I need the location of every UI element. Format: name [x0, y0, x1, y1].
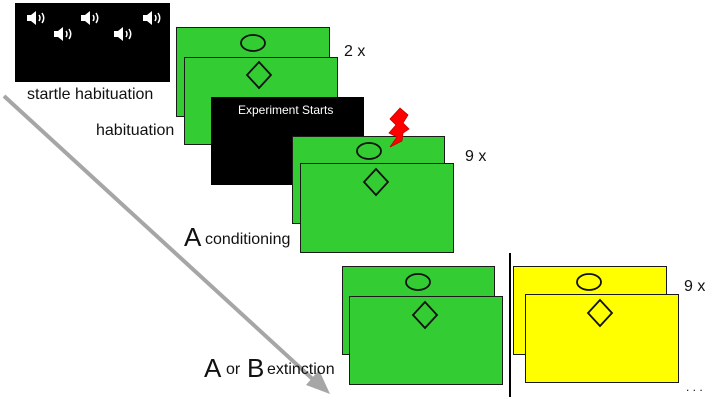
extinction-repeat-label: 9 x	[684, 278, 706, 295]
startle-habituation-label: startle habituation	[27, 86, 154, 103]
conditioning-letter: A	[184, 222, 202, 252]
speaker-icon	[81, 11, 99, 25]
habituation-label: habituation	[96, 122, 175, 139]
circle-stimulus	[356, 142, 382, 160]
extinction-yellow-card-front	[525, 294, 679, 383]
lightning-icon	[388, 107, 410, 148]
extinction-letter-b: B	[247, 353, 265, 383]
conditioning-label: conditioning	[205, 231, 291, 248]
circle-stimulus	[576, 273, 602, 291]
circle-stimulus	[240, 34, 266, 52]
extinction-label: extinction	[267, 361, 335, 378]
experiment-starts-label: Experiment Starts	[238, 103, 334, 117]
context-divider	[509, 253, 511, 397]
speaker-icon	[143, 11, 161, 25]
startle-habituation-panel	[15, 3, 170, 82]
speaker-icon	[114, 27, 132, 41]
extinction-or: or	[226, 361, 241, 378]
diamond-stimulus	[245, 60, 273, 90]
extinction-letter-a: A	[204, 353, 222, 383]
circle-stimulus	[405, 273, 431, 291]
extinction-green-card-front	[349, 296, 503, 385]
diamond-stimulus	[586, 298, 614, 328]
speaker-icon	[54, 27, 72, 41]
speaker-icon	[27, 11, 45, 25]
diamond-stimulus	[411, 300, 439, 330]
conditioning-repeat-label: 9 x	[465, 148, 487, 165]
extinction-ellipsis: . . .	[686, 380, 703, 394]
habituation-repeat-label: 2 x	[344, 43, 366, 60]
diamond-stimulus	[362, 167, 390, 197]
conditioning-card-front	[300, 163, 454, 253]
